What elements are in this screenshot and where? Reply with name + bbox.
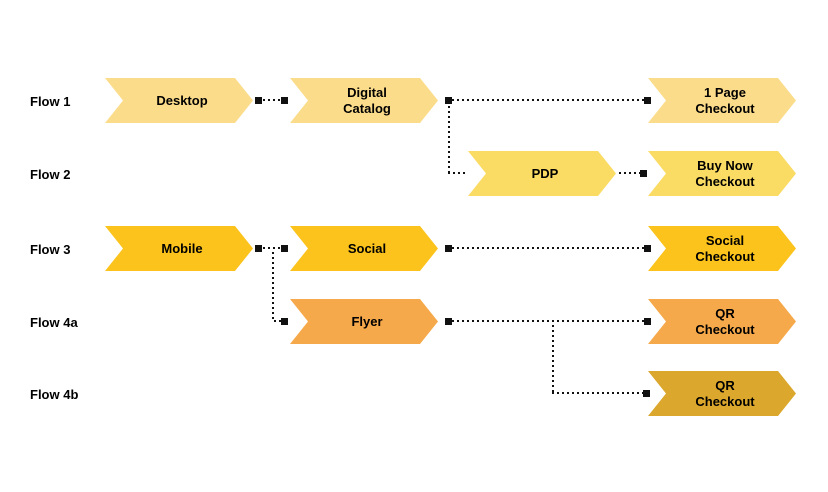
- connector-endpoint-square: [445, 245, 452, 252]
- node-social: Social: [290, 226, 438, 271]
- node-pdp: PDP: [468, 151, 616, 196]
- node-mobile: Mobile: [105, 226, 253, 271]
- connector-endpoint-square: [445, 97, 452, 104]
- node-pdp-label: PDP: [531, 165, 559, 181]
- node-desktop-label: Desktop: [156, 92, 208, 108]
- connector-flyer-qr-checkout-4b-horizontal: [552, 392, 644, 394]
- node-digital-catalog-label: Digital Catalog: [343, 84, 391, 116]
- connector-endpoint-square: [643, 390, 650, 397]
- node-buy-now-checkout-label: Buy Now Checkout: [695, 157, 755, 189]
- connector-flyer-qr-checkout-4b-vertical: [552, 325, 554, 393]
- connector-flyer-qr-checkout-4a: [452, 320, 646, 322]
- connector-endpoint-square: [255, 245, 262, 252]
- flow-4a-label: Flow 4a: [30, 315, 78, 330]
- node-mobile-label: Mobile: [161, 240, 203, 256]
- node-qr-checkout-4b: QR Checkout: [648, 371, 796, 416]
- connector-endpoint-square: [281, 245, 288, 252]
- connector-digital-catalog-1-page-checkout: [452, 99, 646, 101]
- flow-2-label: Flow 2: [30, 167, 71, 182]
- connector-endpoint-square: [445, 318, 452, 325]
- node-desktop: Desktop: [105, 78, 253, 123]
- connector-mobile-flyer-horizontal: [274, 320, 282, 322]
- flow-1-label: Flow 1: [30, 94, 71, 109]
- connector-endpoint-square: [281, 318, 288, 325]
- node-social-checkout-label: Social Checkout: [695, 232, 755, 264]
- node-buy-now-checkout: Buy Now Checkout: [648, 151, 796, 196]
- connector-endpoint-square: [644, 245, 651, 252]
- node-flyer-label: Flyer: [351, 313, 383, 329]
- node-social-label: Social: [347, 240, 387, 256]
- connector-mobile-flyer-vertical: [272, 252, 274, 322]
- connector-endpoint-square: [640, 170, 647, 177]
- connector-endpoint-square: [281, 97, 288, 104]
- flow-3-label: Flow 3: [30, 242, 71, 257]
- connector-endpoint-square: [255, 97, 262, 104]
- flow-4b-label: Flow 4b: [30, 387, 79, 402]
- node-qr-checkout-4a-label: QR Checkout: [695, 305, 755, 337]
- node-qr-checkout-4b-label: QR Checkout: [695, 377, 755, 409]
- connector-pdp-buy-now-checkout: [619, 172, 643, 174]
- node-1-page-checkout-label: 1 Page Checkout: [695, 84, 755, 116]
- node-flyer: Flyer: [290, 299, 438, 344]
- connector-endpoint-square: [644, 318, 651, 325]
- connector-desktop-digital-catalog: [258, 99, 288, 101]
- connector-endpoint-square: [644, 97, 651, 104]
- connector-digital-catalog-pdp-vertical: [448, 106, 450, 174]
- connector-digital-catalog-pdp-horizontal: [448, 172, 468, 174]
- node-social-checkout: Social Checkout: [648, 226, 796, 271]
- node-1-page-checkout: 1 Page Checkout: [648, 78, 796, 123]
- connector-mobile-social: [258, 247, 288, 249]
- node-digital-catalog: Digital Catalog: [290, 78, 438, 123]
- connector-social-social-checkout: [452, 247, 646, 249]
- node-qr-checkout-4a: QR Checkout: [648, 299, 796, 344]
